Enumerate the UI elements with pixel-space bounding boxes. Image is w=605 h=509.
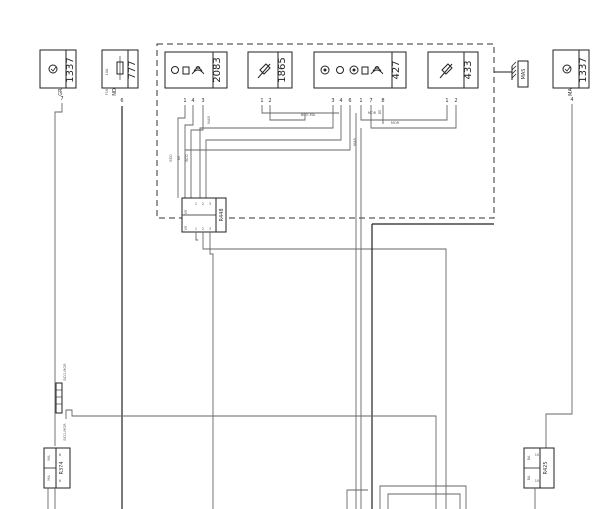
ground-symbol-icon: [171, 66, 179, 74]
pin-label: 1: [195, 227, 197, 231]
component-id: MAS: [521, 69, 527, 80]
connector-r448: R448 VE VE 1 2 3 1 2 3: [181, 197, 227, 233]
sensor-diode-icon: [439, 63, 453, 79]
ground-symbol-icon: [48, 64, 58, 74]
lamp-icon: [320, 65, 330, 75]
component-id: 2083: [212, 57, 223, 82]
pin-label: 1: [445, 98, 448, 104]
connector-r425: R425 BA BA 10 10: [523, 447, 555, 489]
component-id: R425: [543, 461, 549, 474]
wireless-signal-icon: [191, 66, 205, 75]
pin-label: 6: [59, 453, 61, 457]
pin-label: 1: [359, 98, 362, 104]
color-label: BA: [527, 455, 531, 460]
wire-label: BCO: [185, 154, 189, 162]
pin-label: 4: [570, 97, 573, 103]
ground-symbol-icon: [562, 64, 572, 74]
pin-label: 2: [202, 227, 204, 231]
connector-r374: R374 MA MA 6 6: [43, 447, 71, 489]
pin-label: 10: [535, 453, 539, 457]
color-label: BA: [527, 475, 531, 480]
wire-label: MAR: [353, 138, 357, 146]
pin-label: 2: [268, 98, 271, 104]
fuse-component-777: 777 10A F16 ND 6: [101, 49, 139, 104]
sensor-diode-icon: [257, 63, 271, 79]
component-id: 1337: [65, 57, 76, 82]
component-id: 1865: [277, 57, 288, 82]
wire-label: MAR: [207, 116, 211, 124]
chassis-ground-icon: [511, 61, 517, 79]
pin-label: 1: [195, 202, 197, 206]
component-427: 427 3 4 6 1 7 8 MAR MOR BE: [313, 51, 407, 146]
ground-mas: MAS: [494, 60, 529, 88]
inline-connector: [55, 382, 63, 414]
pin-label: 6: [120, 98, 123, 104]
component-id: 427: [391, 60, 402, 79]
side-label: VE: [184, 210, 188, 215]
component-id: R374: [59, 461, 65, 474]
side-label: VE: [184, 226, 188, 231]
wire-label: BCO-MA: [301, 113, 316, 117]
wire-label: MOR: [368, 111, 377, 115]
color-label: MA: [47, 455, 51, 461]
pin-label: 8: [381, 98, 384, 104]
pin-label: 1: [260, 98, 263, 104]
component-1337-left: 1337 GR 7: [39, 49, 77, 102]
component-id: 1337: [578, 57, 589, 82]
wire-label: BEO: [169, 154, 173, 162]
receiver-icon: [361, 66, 369, 75]
component-1337-right: 1337 MA 4: [552, 49, 590, 103]
color-label: GR: [58, 88, 64, 96]
pin-label: 3: [201, 98, 204, 104]
pin-label: 2: [202, 202, 204, 206]
component-2083: 2083 1 4 3 MAR: [164, 51, 228, 124]
pin-label: 2: [454, 98, 457, 104]
component-id: 433: [463, 60, 474, 79]
wireless-signal-icon: [370, 66, 384, 75]
pin-label: 7: [60, 96, 63, 102]
pin-label: 3: [209, 227, 211, 231]
color-label: ND: [112, 88, 118, 96]
pin-label: 6: [59, 479, 61, 483]
pin-label: 3: [331, 98, 334, 104]
lamp-icon: [349, 65, 359, 75]
pin-label: 4: [191, 98, 194, 104]
wire-label: BE: [378, 110, 382, 115]
fuse-name: F16: [105, 89, 109, 95]
module-dashed-frame: [156, 43, 495, 219]
component-1865: 1865 1 2: [247, 51, 293, 104]
wire-label: BE: [177, 156, 181, 161]
component-id: 777: [127, 60, 138, 79]
pin-label: 6: [348, 98, 351, 104]
wire-label: BCO-MOR: [63, 423, 67, 441]
wire-label: MOR: [391, 121, 400, 125]
wire-label: BCO-MOR: [63, 363, 67, 381]
component-433: 433 1 2 MOR: [391, 51, 479, 125]
receiver-icon: [182, 66, 190, 75]
pin-label: 7: [369, 98, 372, 104]
pin-label: 1: [183, 98, 186, 104]
ground-symbol-icon: [336, 66, 344, 74]
color-label: MA: [47, 475, 51, 481]
pin-label: 3: [209, 202, 211, 206]
pin-label: 4: [339, 98, 342, 104]
component-id: R448: [219, 208, 225, 221]
pin-label: 10: [535, 479, 539, 483]
color-label: MA: [568, 88, 574, 96]
fuse-rating: 10A: [105, 68, 109, 75]
